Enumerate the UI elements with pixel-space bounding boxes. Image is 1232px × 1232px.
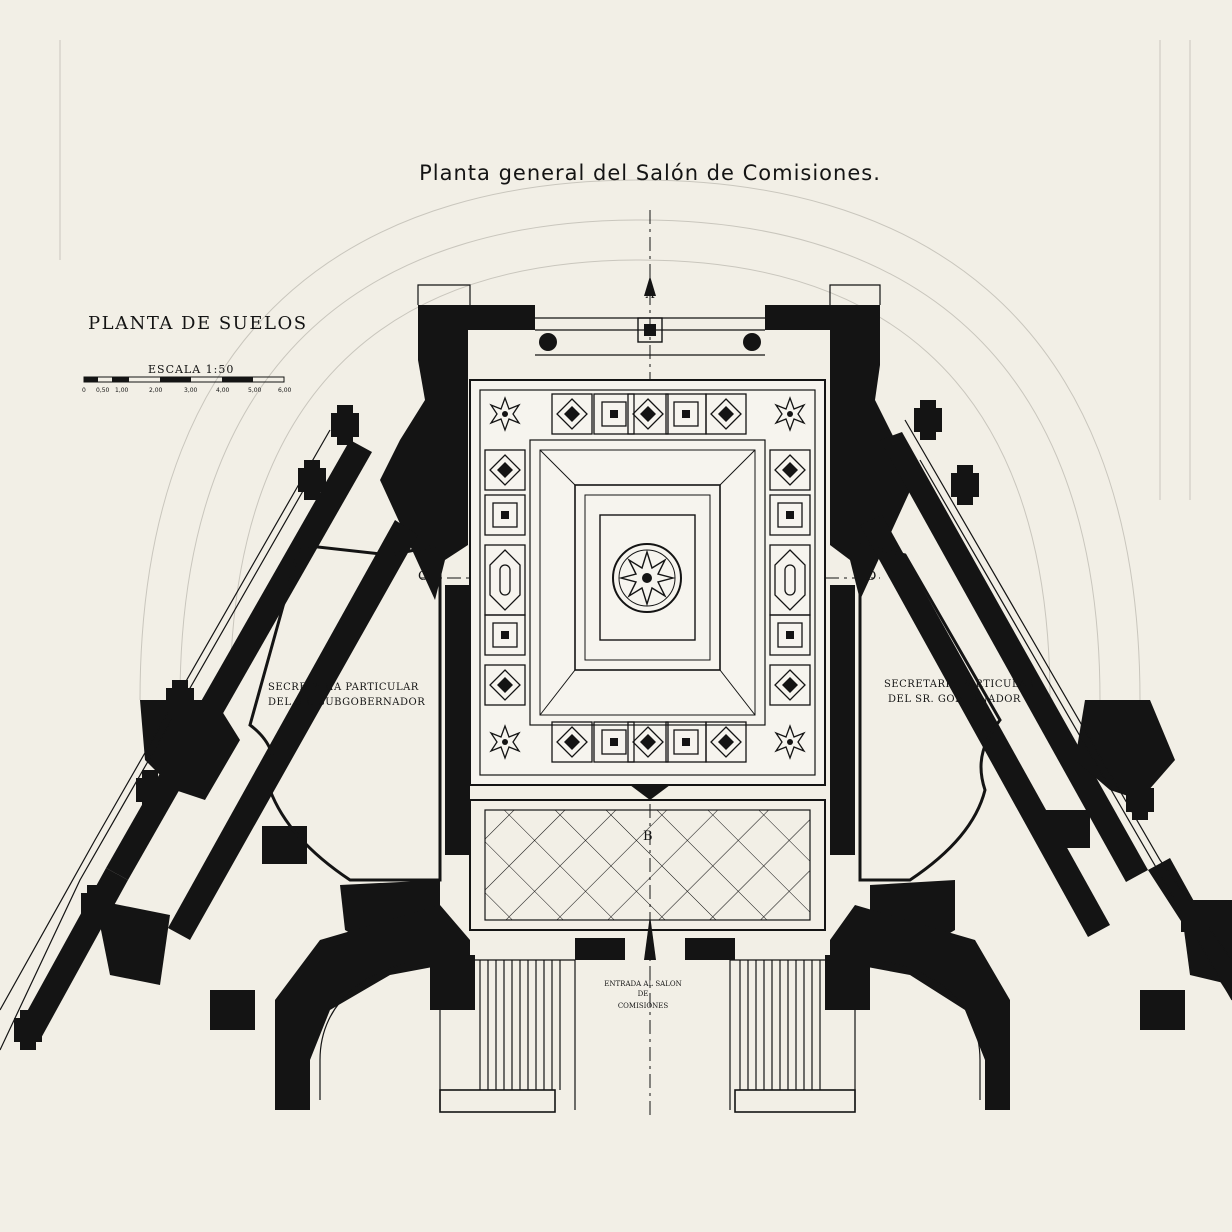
scale-tick: 1,00 (115, 387, 129, 394)
scale-tick: 3,00 (184, 387, 198, 394)
room-label-left-line2: DEL SR. SUBGOBERNADOR (268, 697, 425, 708)
entrance-stairs-left (319, 959, 576, 1113)
room-label-right-line2: DEL SR. GOBERNADOR (888, 694, 1021, 705)
scale-tick: 0 (82, 387, 86, 394)
entrance-label: ENTRADA AL SALON DE COMISIONES (604, 980, 681, 1010)
marker-d: D (866, 569, 876, 584)
room-label-right-line1: SECRETARIA PARTICULAR (884, 679, 1035, 690)
construction-lines (59, 40, 1191, 701)
scale-tick: 0,50 (96, 387, 110, 394)
scale-tick: 5,00 (248, 387, 262, 394)
arrow-a (644, 276, 656, 296)
scale-tick: 6,00 (278, 387, 292, 394)
plan-subtitle: PLANTA DE SUELOS (88, 313, 308, 334)
scale-bar (83, 376, 285, 383)
top-columns (539, 317, 761, 351)
entrance-label-line3: COMISIONES (618, 1002, 669, 1010)
plan-title: Planta general del Salón de Comisiones. (419, 161, 881, 185)
marker-a: A (645, 287, 655, 301)
room-partitions (248, 543, 1002, 882)
entrance-label-line1: ENTRADA AL SALON (604, 980, 681, 988)
room-label-gobernador: SECRETARIA PARTICULAR DEL SR. GOBERNADOR (884, 679, 1035, 705)
scale-tick: 4,00 (216, 387, 230, 394)
room-label-subgobernador: SECRETARIA PARTICULAR DEL SR. SUBGOBERNA… (268, 682, 425, 708)
marker-b: B (643, 829, 653, 844)
room-label-left-line1: SECRETARIA PARTICULAR (268, 682, 419, 693)
border-tiles (484, 393, 811, 763)
vestibule-floor (469, 785, 826, 931)
marker-c: C (418, 569, 428, 584)
scale-ticks: 0 0,50 1,00 2,00 3,00 4,00 5,00 6,00 (82, 387, 292, 394)
scale-tick: 2,00 (149, 387, 163, 394)
wall-outlines (0, 284, 1232, 1051)
walls (18, 305, 1232, 1110)
entrance-label-line2: DE (638, 990, 649, 998)
central-rosette (612, 543, 682, 613)
entrance-arrow (644, 915, 656, 960)
scale-label: ESCALA 1:50 (148, 363, 234, 376)
entrance-stairs-right (729, 959, 981, 1113)
